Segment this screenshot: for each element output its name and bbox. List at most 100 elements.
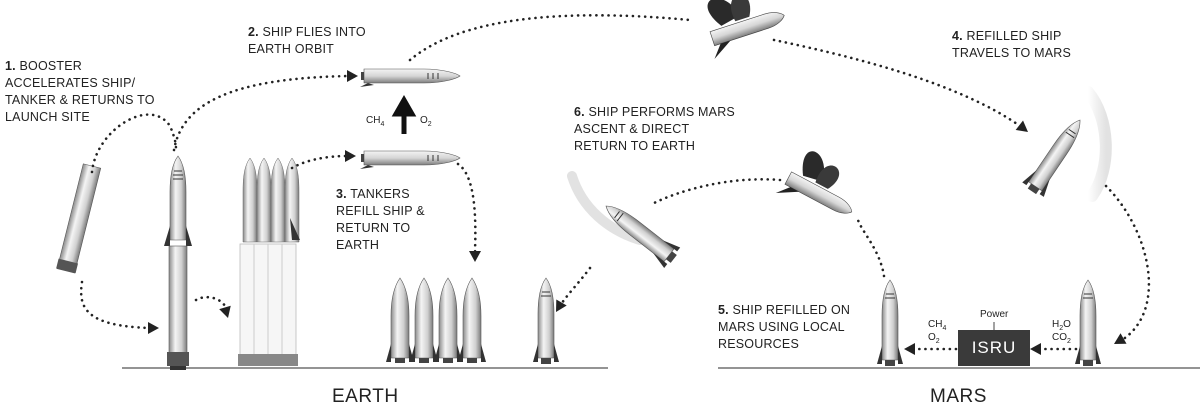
isru-ch4-output: CH4 [928,318,946,335]
step-3-label-text: RETURN TO [336,221,411,235]
isru-ch4-output-part: CH [928,319,943,330]
entry-glow-mars [1082,86,1112,202]
step-5-label-line: MARS USING LOCAL [718,319,850,336]
returned-ship-earth [532,277,560,365]
landed-tanker [457,277,487,364]
trajectory-tanker-return [456,162,477,254]
step-6-label-text: ASCENT & DIRECT [574,122,690,136]
arrow-booster-land [148,322,159,334]
trajectory-earth-return [558,266,592,308]
h2o-input-part: 2 [1059,325,1064,332]
landed-ship-mars [1074,279,1102,367]
booster-with-ship [164,155,192,370]
trajectory-mars-landing [1104,184,1151,342]
earth-label: EARTH [332,386,399,407]
isru-plant: ISRU [958,330,1030,366]
trajectory-to-orbit [172,74,352,152]
step-5-label-text: SHIP REFILLED ON [732,303,851,317]
trajectory-mars-return-start [650,178,782,206]
arrow-earth-land [556,299,567,312]
step-4-label-text: REFILLED SHIP [966,29,1062,43]
h2o-input-part: O [1063,319,1071,330]
trajectory-interplanetary [772,38,1022,128]
step-1-label-text: ACCELERATES SHIP/ [5,76,136,90]
step-2-label-line: 2. SHIP FLIES INTO [248,24,366,41]
step-2-label-number: 2. [248,25,259,39]
step-3-label-text: REFILL SHIP & [336,204,425,218]
propellant-up-arrow [391,94,417,134]
trajectory-stage-return [194,295,228,310]
step-2-label-text: SHIP FLIES INTO [262,25,366,39]
power-label: Power [980,309,1009,320]
step-4-label-number: 4. [952,29,963,43]
o2-label-part: O [420,115,428,126]
step-5-label-number: 5. [718,303,729,317]
step-6-label-number: 6. [574,105,585,119]
h2o-input-part: H [1052,319,1060,330]
step-1-label-line: LAUNCH SITE [5,109,155,126]
ship-in-earth-orbit [359,68,461,88]
step-1-label-text: BOOSTER [19,59,83,73]
step-3-label-line: RETURN TO [336,220,425,237]
o2-label: O2 [420,114,432,131]
trajectory-earth-departure [408,14,692,62]
step-1-label-line: 1. BOOSTER [5,58,155,75]
refilled-ship-mars [876,279,904,367]
tanker-cluster-launch [238,157,300,366]
step-1-label-number: 1. [5,59,16,73]
arrow-reach-orbit [347,70,358,82]
isru-o2-output-part: O [928,332,936,343]
landed-tanker [385,277,415,364]
step-2-label-line: EARTH ORBIT [248,41,366,58]
ch4-label: CH4 [366,114,384,131]
ch4-label-part: CH [366,115,381,126]
step-1-label-line: TANKER & RETURNS TO [5,92,155,109]
step-3-label-line: EARTH [336,237,425,254]
ship-departing-earth-orbit [696,0,791,60]
co2-input-part: CO [1052,332,1067,343]
trajectory-booster-return [79,280,152,330]
trajectory-tanker-to-ship [290,154,350,170]
o2-label-part: 2 [427,121,432,128]
refilling-ship-in-orbit [359,150,461,170]
step-6-label-text: SHIP PERFORMS MARS [588,105,735,119]
step-5-label-text: RESOURCES [718,337,799,351]
trajectory-booster-arc [90,113,178,174]
step-3-label-line: REFILL SHIP & [336,203,425,220]
step-3-label-line: 3. TANKERS [336,186,425,203]
isru-ch4-output-part: 4 [942,325,947,332]
step-3-label-text: EARTH [336,238,380,252]
isru-o2-output: O2 [928,331,940,348]
step-5-label-line: RESOURCES [718,336,850,353]
step-3-label-number: 3. [336,187,347,201]
step-6-label-text: RETURN TO EARTH [574,139,696,153]
arrow-isru-input [1030,343,1041,355]
step-5-label-line: 5. SHIP REFILLED ON [718,302,850,319]
ascent-glow [567,171,645,245]
step-1-label-text: TANKER & RETURNS TO [5,93,155,107]
landed-tanker [409,277,439,364]
mars-label: MARS [930,386,987,407]
arrow-isru-output [904,343,915,355]
step-4-label-line: 4. REFILLED SHIP [952,28,1071,45]
ship-entering-mars [1020,112,1092,200]
step-4-label-line: TRAVELS TO MARS [952,45,1071,62]
step-6-label-line: ASCENT & DIRECT [574,121,735,138]
isru-o2-output-part: 2 [935,338,940,345]
step-4-label-text: TRAVELS TO MARS [952,46,1072,60]
arrow-mars-land [1114,333,1127,344]
arrow-stage-land [219,305,231,318]
step-2-label-text: EARTH ORBIT [248,42,335,56]
arrow-tanker-dock [345,150,356,162]
arrow-mars-arrival [1015,120,1028,132]
h2o-input: H2O [1052,318,1071,335]
step-1-label-text: LAUNCH SITE [5,110,90,124]
step-1-label-line: ACCELERATES SHIP/ [5,75,155,92]
co2-input: CO2 [1052,331,1071,348]
step-6-label-line: RETURN TO EARTH [574,138,735,155]
